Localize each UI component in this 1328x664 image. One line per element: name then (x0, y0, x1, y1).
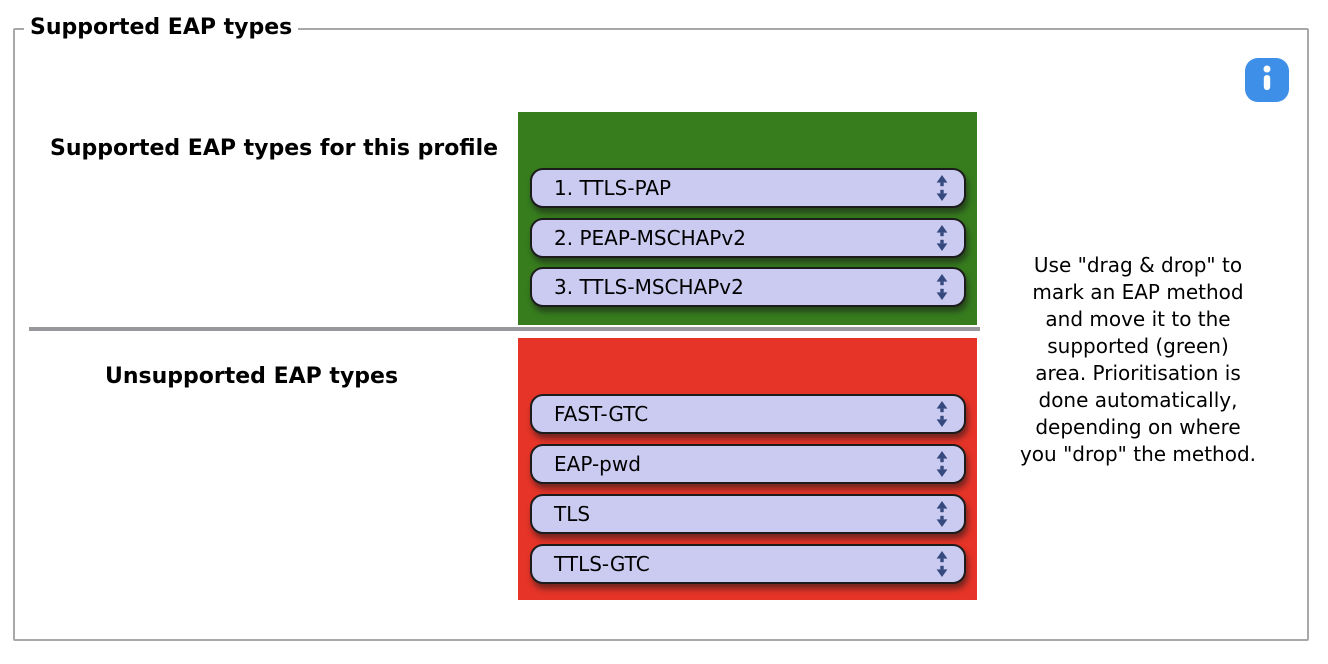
eap-item-peap-mschapv2[interactable]: 2. PEAP-MSCHAPv2 (530, 218, 966, 258)
fieldset-legend: Supported EAP types (24, 15, 299, 41)
reorder-arrows-icon[interactable] (934, 500, 950, 528)
unsupported-drop-area[interactable]: FAST-GTC EAP-pwd (518, 338, 977, 600)
eap-item-label: 3. TTLS-MSCHAPv2 (554, 275, 744, 299)
unsupported-area-label: Unsupported EAP types (105, 364, 399, 389)
info-button[interactable] (1245, 58, 1289, 102)
reorder-arrows-icon[interactable] (934, 550, 950, 578)
eap-item-label: 1. TTLS-PAP (554, 176, 672, 200)
reorder-arrows-icon[interactable] (934, 450, 950, 478)
supported-drop-area[interactable]: 1. TTLS-PAP 2. PEAP-MSCHAPv2 (518, 112, 977, 325)
reorder-arrows-icon[interactable] (934, 174, 950, 202)
reorder-arrows-icon[interactable] (934, 400, 950, 428)
eap-item-ttls-mschapv2[interactable]: 3. TTLS-MSCHAPv2 (530, 267, 966, 307)
supported-area-label: Supported EAP types for this profile (50, 136, 499, 161)
eap-item-tls[interactable]: TLS (530, 494, 966, 534)
eap-item-label: TLS (554, 502, 591, 526)
eap-item-eap-pwd[interactable]: EAP-pwd (530, 444, 966, 484)
eap-item-fast-gtc[interactable]: FAST-GTC (530, 394, 966, 434)
eap-item-ttls-gtc[interactable]: TTLS-GTC (530, 544, 966, 584)
eap-item-label: FAST-GTC (554, 402, 649, 426)
eap-item-label: TTLS-GTC (554, 552, 650, 576)
eap-item-label: 2. PEAP-MSCHAPv2 (554, 226, 746, 250)
drag-drop-help-text: Use "drag & drop" to mark an EAP method … (1019, 253, 1257, 466)
eap-item-ttls-pap[interactable]: 1. TTLS-PAP (530, 168, 966, 208)
info-icon (1245, 56, 1289, 104)
eap-item-label: EAP-pwd (554, 452, 641, 476)
reorder-arrows-icon[interactable] (934, 224, 950, 252)
area-divider (29, 327, 980, 331)
reorder-arrows-icon[interactable] (934, 273, 950, 301)
